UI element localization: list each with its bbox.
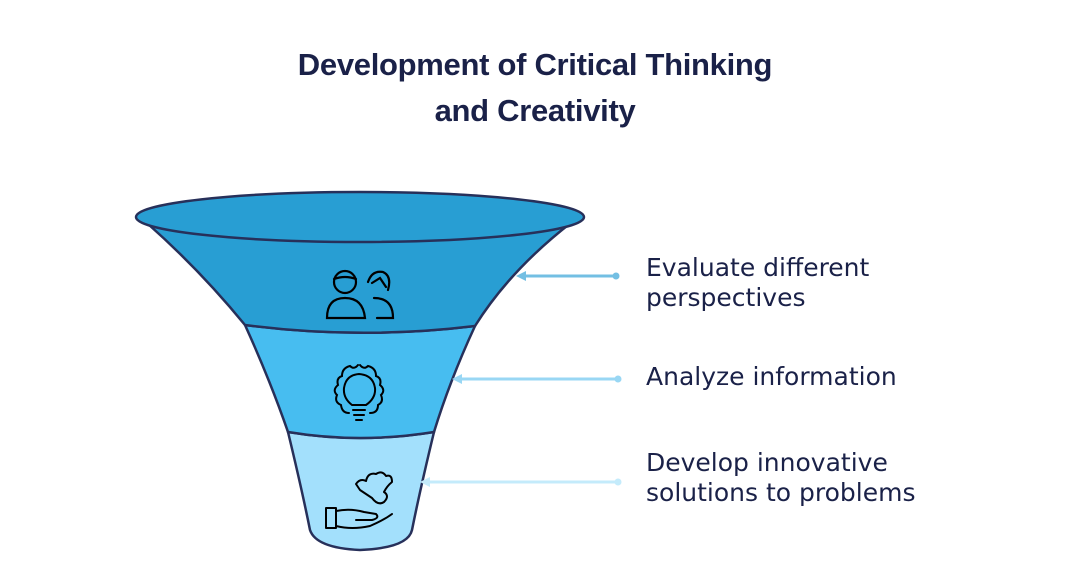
stage-3-label: Develop innovative solutions to problems bbox=[646, 448, 915, 508]
stage-2-label-line-1: Analyze information bbox=[646, 362, 897, 391]
title-line-2: and Creativity bbox=[434, 93, 636, 128]
hand-puzzle-icon bbox=[325, 471, 393, 529]
stage-2-label: Analyze information bbox=[646, 362, 897, 392]
arrow-stage-2 bbox=[452, 374, 622, 384]
funnel-rim bbox=[134, 190, 586, 244]
stage-1-label-line-1: Evaluate different bbox=[646, 253, 870, 282]
diagram-title: Development of Critical Thinking and Cre… bbox=[0, 42, 1070, 134]
people-exchange-icon bbox=[325, 269, 395, 320]
gear-lightbulb-icon bbox=[333, 364, 385, 421]
title-line-1: Development of Critical Thinking bbox=[297, 47, 773, 82]
arrow-stage-3 bbox=[420, 477, 622, 487]
stage-3-label-line-2: solutions to problems bbox=[646, 478, 916, 507]
stage-1-label-line-2: perspectives bbox=[646, 283, 806, 312]
arrow-stage-1 bbox=[516, 271, 620, 281]
funnel-stage-2 bbox=[242, 323, 478, 440]
stage-3-label-line-1: Develop innovative bbox=[646, 448, 888, 477]
stage-1-label: Evaluate different perspectives bbox=[646, 253, 869, 313]
